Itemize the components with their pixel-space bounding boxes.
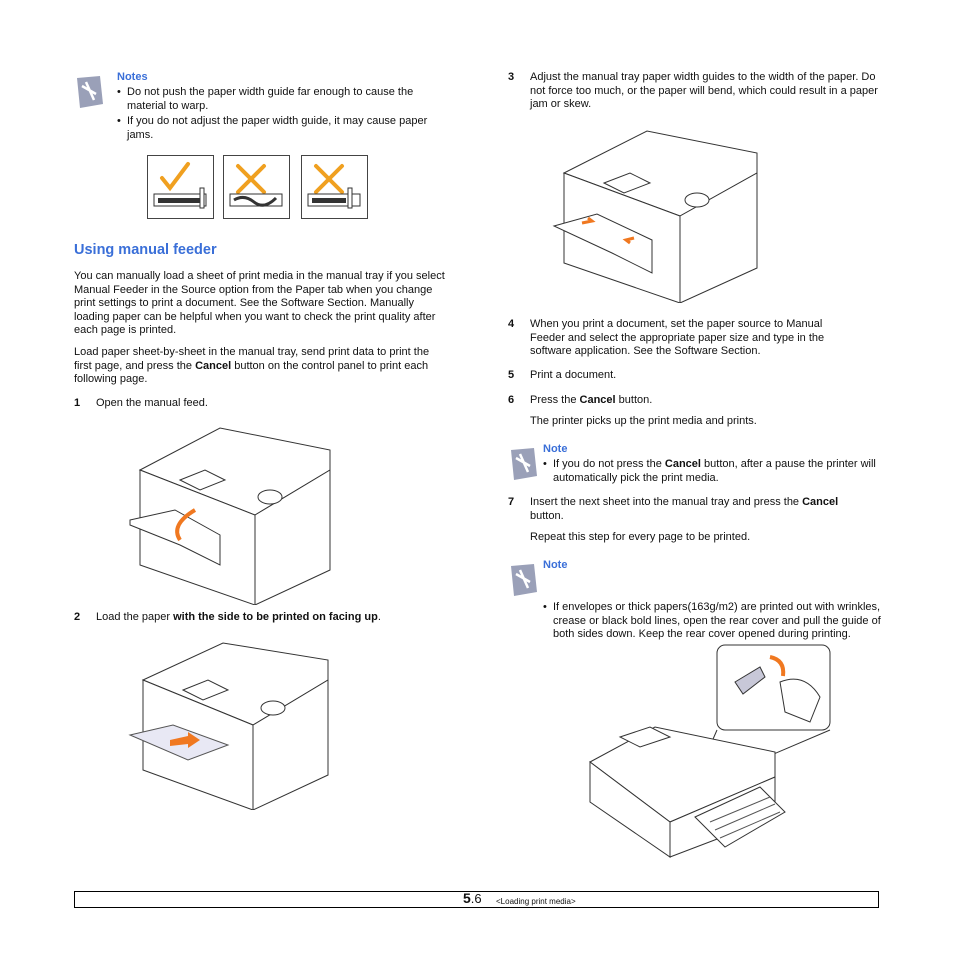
page-number: 5.6 (463, 890, 482, 906)
step-number: 7 (508, 496, 515, 508)
note-title: Note (543, 559, 568, 571)
step-text: Press the Cancel button. (530, 394, 653, 406)
note-title: Note (543, 443, 568, 455)
step-number: 2 (74, 611, 81, 623)
note-icon (508, 446, 540, 482)
step-text: Insert the next sheet into the manual tr… (530, 496, 839, 522)
step-subtext: Repeat this step for every page to be pr… (530, 531, 751, 543)
step-number: 5 (508, 369, 515, 381)
note-icon (508, 562, 540, 598)
step-text: Adjust the manual tray paper width guide… (530, 71, 878, 111)
step-number: 3 (508, 71, 515, 83)
note-item: Do not push the paper width guide far en… (117, 86, 447, 113)
step-text: Open the manual feed. (96, 397, 208, 409)
printer-open-manual-feed-figure (125, 425, 340, 606)
correct-guide-figure (147, 155, 214, 219)
step-subtext: The printer picks up the print media and… (530, 415, 757, 427)
note-item: If you do not adjust the paper width gui… (117, 115, 447, 142)
note-item: If envelopes or thick papers(163g/m2) ar… (543, 601, 883, 642)
printer-rear-cover-figure (585, 642, 833, 862)
step-number: 1 (74, 397, 81, 409)
notes-list: Do not push the paper width guide far en… (117, 86, 447, 142)
step-text: When you print a document, set the paper… (530, 318, 825, 358)
intro-paragraph: You can manually load a sheet of print m… (74, 270, 445, 337)
printer-load-paper-figure (128, 640, 348, 811)
step-text: Load the paper with the side to be print… (96, 611, 381, 623)
footer-section-label: <Loading print media> (496, 897, 576, 906)
note-icon (74, 74, 106, 110)
printer-adjust-guides-figure (552, 128, 767, 304)
warped-guide-figure (223, 155, 290, 219)
step-text: Print a document. (530, 369, 617, 381)
step-number: 6 (508, 394, 515, 406)
load-paragraph: Load paper sheet-by-sheet in the manual … (74, 346, 430, 386)
section-heading: Using manual feeder (74, 242, 217, 258)
step-number: 4 (508, 318, 515, 330)
loose-guide-figure (301, 155, 368, 219)
note-item: If you do not press the Cancel button, a… (543, 458, 889, 485)
footer-bar (74, 891, 879, 908)
notes-title: Notes (117, 71, 148, 83)
